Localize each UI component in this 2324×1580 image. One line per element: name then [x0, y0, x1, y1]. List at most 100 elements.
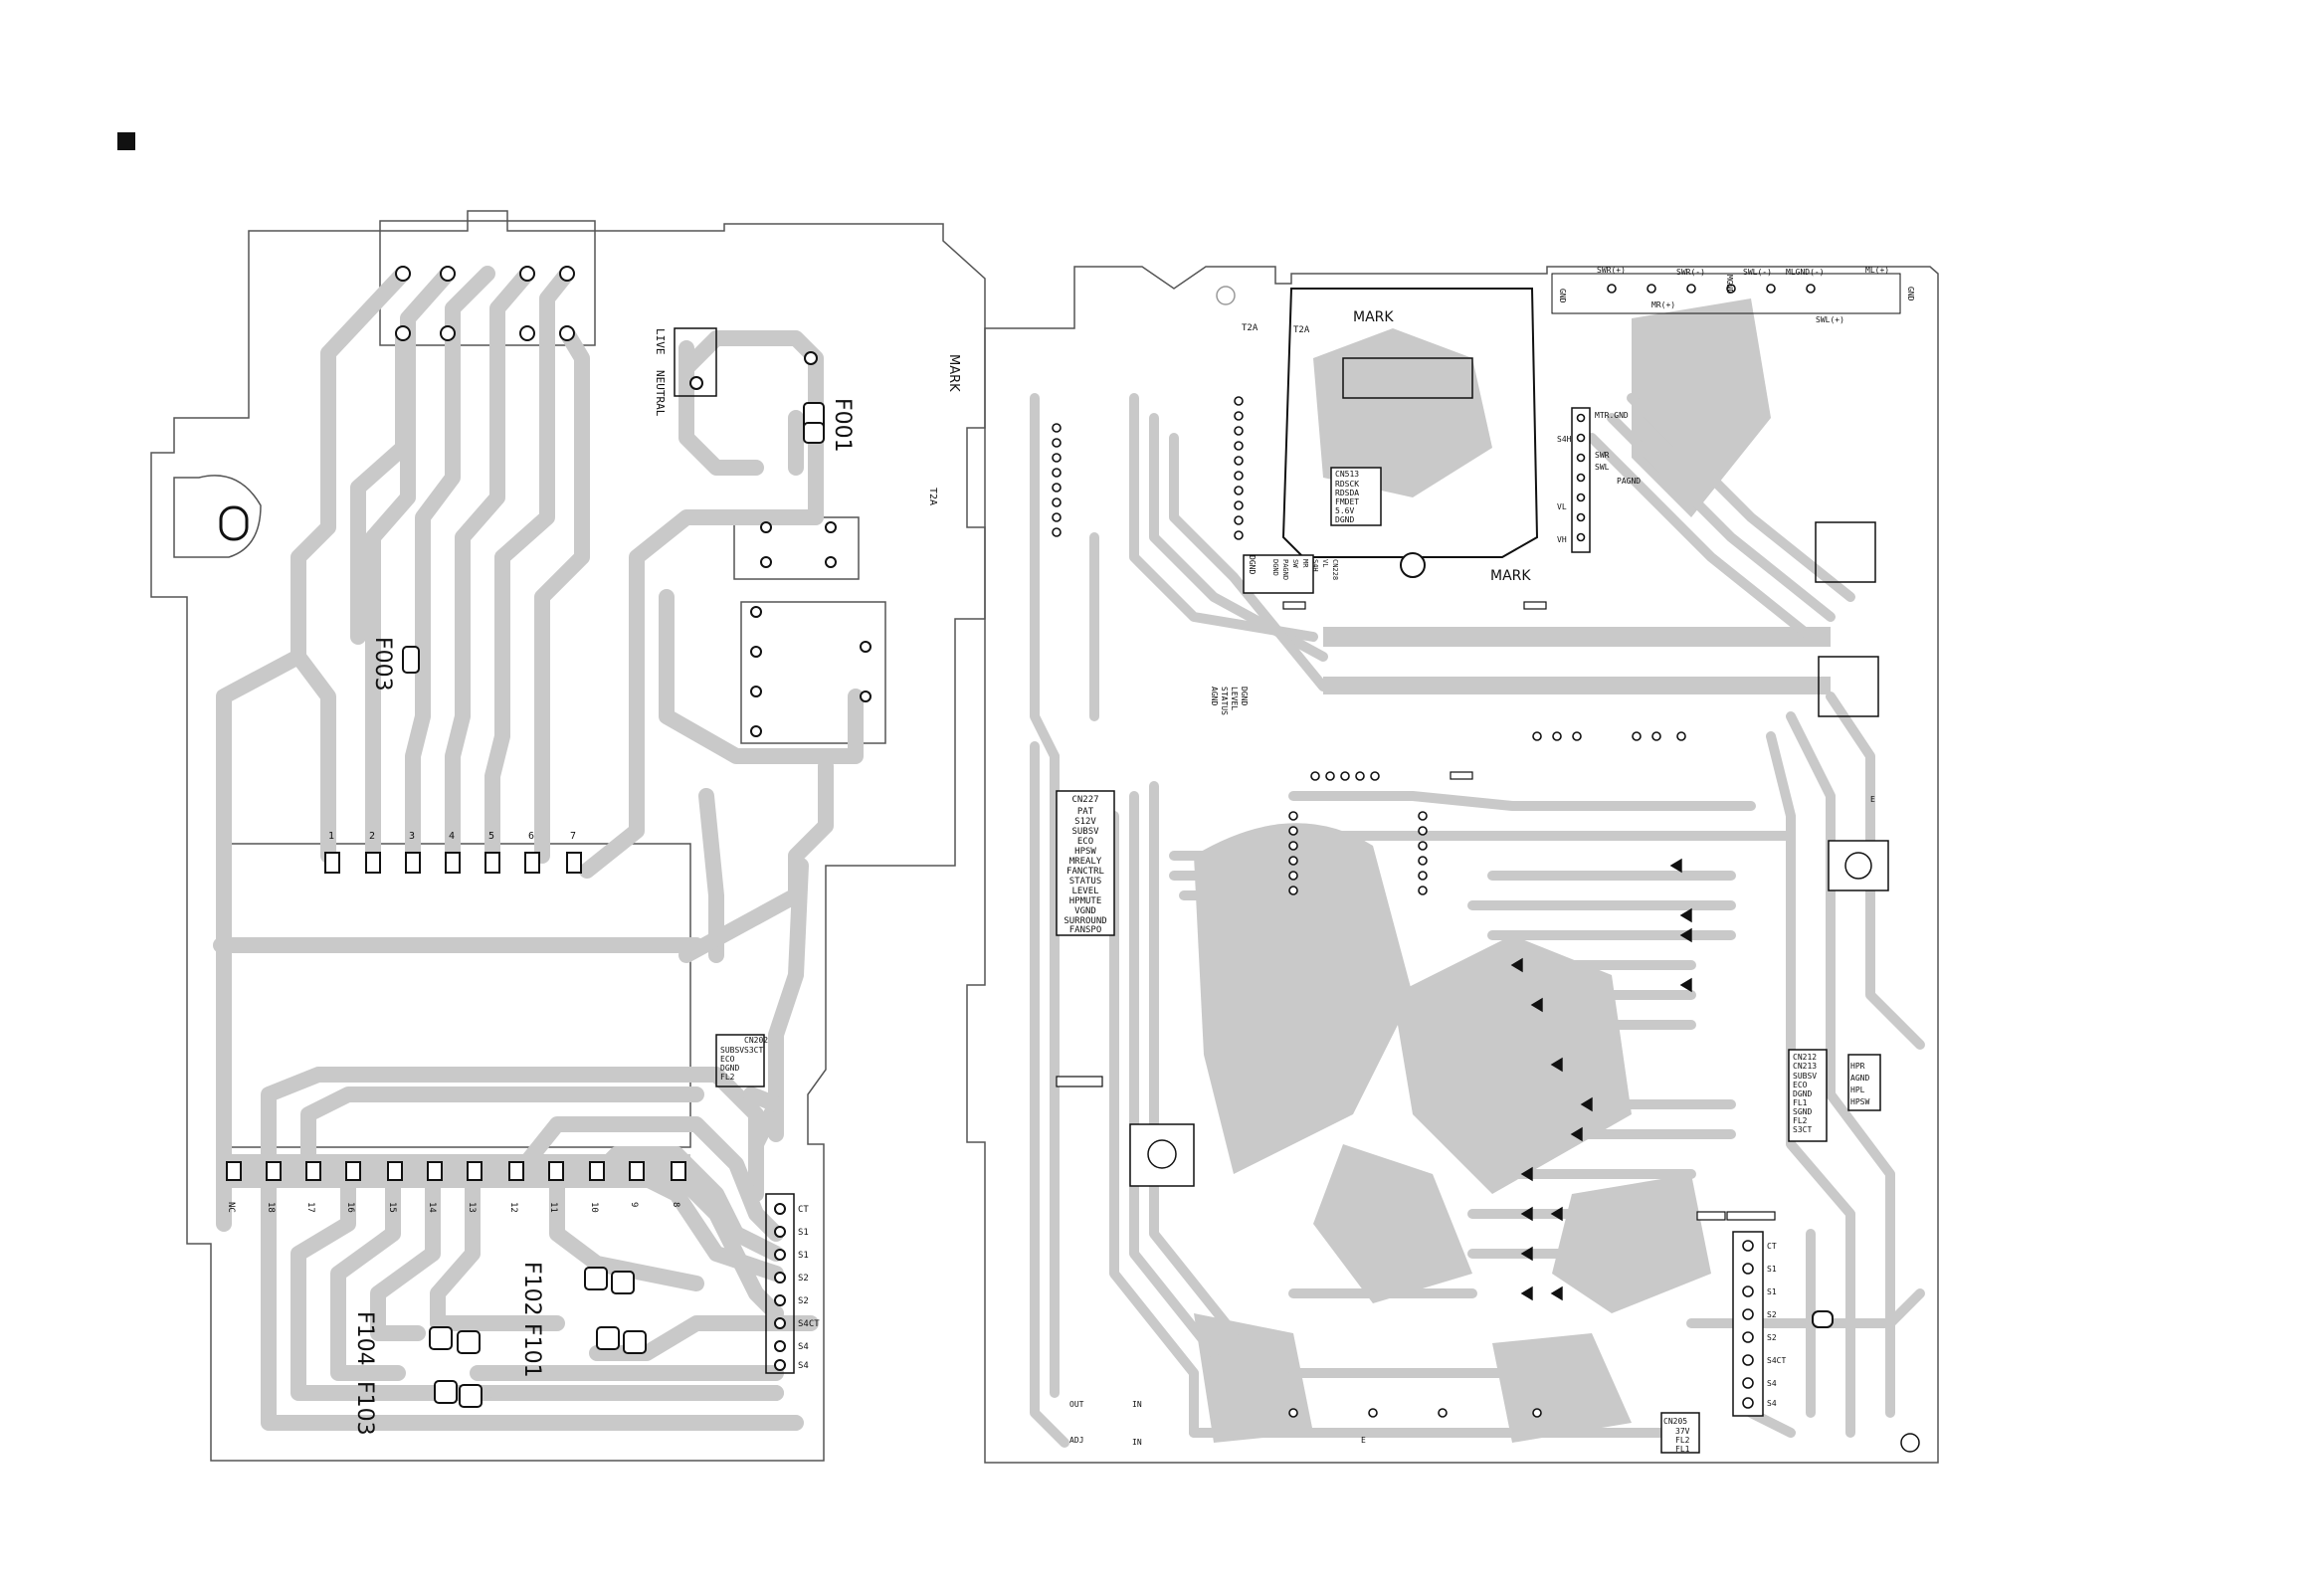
bottom-connector-pin-labels: NC 18 17 16 15 14 13 12 11 10 9 8 — [226, 1202, 680, 1213]
right-pads — [1052, 284, 1816, 1418]
section-marker-icon — [117, 132, 135, 150]
terminal-label: SWL(-) — [1743, 268, 1772, 277]
t2a-label-1: T2A — [1242, 323, 1259, 333]
connector-line: DGND — [1271, 559, 1279, 576]
connector-line: HPSW — [1850, 1097, 1869, 1106]
connector-line: FANSPO — [1069, 925, 1102, 935]
connector-line: SUBSV — [1793, 1072, 1817, 1081]
pin-label: 7 — [570, 831, 576, 842]
cn228-labels: CN228 VL S4H MR SW PAGND DGND — [1271, 559, 1339, 580]
connector-line: MTR.GND — [1595, 411, 1629, 420]
right-diodes — [1510, 858, 1692, 1301]
connector-line: FL2 — [1793, 1116, 1808, 1125]
connector-line: SGND — [1793, 1107, 1812, 1116]
misc-label: IN — [1132, 1400, 1142, 1409]
misc-label: E — [1870, 795, 1875, 804]
connector-line: LEVEL — [1071, 887, 1098, 896]
cn205-labels: CN205 37V FL2 FL1 — [1663, 1417, 1690, 1454]
connector-line: MR — [1301, 559, 1309, 568]
connector-line: FANCTRL — [1066, 867, 1104, 877]
pin-label: S2 — [1767, 1333, 1777, 1342]
pot-knob — [1147, 1139, 1177, 1169]
pin-label: 12 — [508, 1202, 518, 1213]
fuse-label-f101: F101 — [519, 1323, 544, 1378]
left-mark-label: MARK — [946, 354, 961, 392]
misc-label: IN — [1132, 1438, 1142, 1447]
mount-hole-top — [1216, 286, 1236, 305]
left-traces — [213, 266, 864, 1431]
connector-line: S4H — [1311, 559, 1319, 572]
cn513-box — [1330, 467, 1382, 526]
misc-label: STATUS — [1220, 687, 1229, 715]
fuse-label-f001: F001 — [830, 398, 855, 453]
pin-label: S2 — [798, 1296, 809, 1306]
cn513-labels: CN513 RDSCK RDSDA FMDET 5.6V DGND — [1335, 470, 1359, 524]
left-side-connector-labels: CT S1 S1 S2 S2 S4CT S4 S4 — [798, 1205, 820, 1371]
misc-labels: STATUS LEVEL DGND AGND DGND OUT IN ADJ I… — [1069, 555, 1875, 1447]
pin-label: S4 — [1767, 1399, 1777, 1408]
misc-label: ADJ — [1069, 1436, 1083, 1445]
terminal-label: MLGND(-) — [1786, 268, 1825, 277]
pin-label: 6 — [528, 831, 534, 842]
connector-line: FL2 — [720, 1073, 735, 1082]
connector-line: RDSDA — [1335, 489, 1359, 497]
connector-line: PAGND — [1281, 559, 1289, 580]
pin-label: 14 — [427, 1202, 437, 1213]
top-speaker-connector — [1551, 273, 1901, 314]
pin-label: 10 — [589, 1202, 599, 1213]
pin-label: S2 — [798, 1274, 809, 1284]
mount-hole-corner — [1900, 1433, 1920, 1453]
connector-line: HPSW — [1074, 847, 1096, 857]
pin-label: 15 — [387, 1202, 397, 1213]
pin-label: 1 — [328, 831, 334, 842]
power-connector — [674, 327, 717, 397]
left-board: LIVE NEUTRAL F001 F003 F102 F101 F104 F1… — [150, 210, 986, 1462]
ic-block-top — [1342, 357, 1473, 399]
left-side-connector — [765, 1193, 795, 1374]
cn212-labels: CN212 CN213 SUBSV ECO DGND FL1 SGND FL2 … — [1793, 1053, 1817, 1134]
pin-label: 2 — [369, 831, 375, 842]
fuse-label-f102: F102 — [519, 1262, 544, 1316]
fuse-holders — [402, 402, 825, 1408]
fuse-label-f104: F104 — [352, 1311, 377, 1366]
pin-label: 18 — [266, 1202, 276, 1213]
pin-label: 5 — [488, 831, 494, 842]
terminal-label: ML(+) — [1865, 266, 1889, 275]
pin-label: S4 — [798, 1342, 809, 1352]
top-speaker-labels: GND SWR(+) SWR(-) MGND SWL(-) MLGND(-) M… — [1558, 266, 1915, 324]
connector-line: SURROUND — [1064, 916, 1106, 926]
cn227-labels: CN227 PAT S12V SUBSV ECO HPSW MREALY FAN… — [1064, 795, 1106, 935]
connector-line: STATUS — [1069, 877, 1102, 887]
connector-line: PAGND — [1617, 477, 1641, 486]
connector-line: AGND — [1850, 1074, 1869, 1083]
connector-line: DGND — [1793, 1089, 1812, 1098]
pin-label: S2 — [1767, 1310, 1777, 1319]
right-side-connector-labels: CT S1 S1 S2 S2 S4CT S4 S4 — [1767, 1242, 1786, 1408]
pin-label: 4 — [449, 831, 455, 842]
connector-name: CN513 — [1335, 470, 1359, 479]
pin-label: CT — [798, 1205, 809, 1215]
mounting-tab — [173, 475, 262, 558]
connector-line: HPMUTE — [1069, 896, 1102, 906]
connector-line: DGND — [1335, 515, 1354, 524]
hp-connector-box — [1847, 1054, 1881, 1111]
top-connector-pin-labels: 1 2 3 4 5 6 7 — [328, 831, 576, 842]
left-board-outline — [150, 210, 986, 1462]
connector-line: MREALY — [1069, 857, 1102, 867]
misc-label: DGND — [1240, 687, 1249, 705]
terminal-label: SWL(+) — [1816, 315, 1844, 324]
transformer-block — [740, 601, 886, 744]
right-traces — [1030, 393, 1925, 1448]
connector-line: VL — [1321, 559, 1329, 567]
pin-label: 8 — [671, 1202, 680, 1207]
terminal-label: MR(+) — [1651, 300, 1675, 309]
pin-label: 9 — [629, 1202, 639, 1207]
connector-line: SW — [1291, 559, 1299, 568]
relay-block — [379, 220, 596, 346]
terminal-label: MGND — [1725, 275, 1734, 294]
pin-label: CT — [1767, 1242, 1777, 1251]
connector-line: HPL — [1850, 1086, 1865, 1094]
right-board: MARK MARK T2A T2A CN227 PAT S12V SUBSV E… — [966, 266, 1939, 1464]
misc-label: E — [1361, 1436, 1366, 1445]
